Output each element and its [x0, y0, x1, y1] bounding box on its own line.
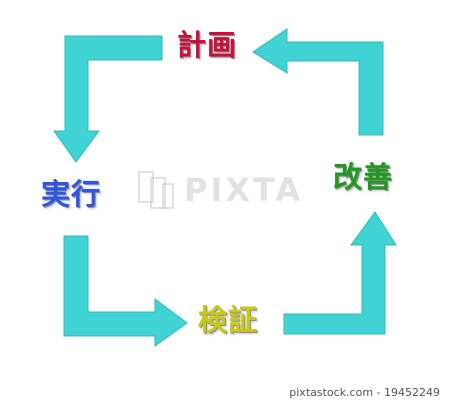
watermark-logo: PIXTA	[184, 171, 304, 209]
footer-stock-id: pixtastock.com - 19452249	[289, 386, 440, 399]
arrow-check-to-act	[283, 211, 397, 335]
arrow-act-to-plan	[252, 28, 384, 136]
watermark-mark	[138, 171, 174, 209]
step-plan-label: 計画	[177, 28, 238, 62]
step-act-label: 改善	[333, 160, 394, 194]
footer-bar: pixtastock.com - 19452249	[0, 384, 450, 402]
step-check-label: 検証	[198, 303, 259, 337]
arrow-do-to-check	[63, 235, 188, 347]
step-do-label: 実行	[41, 177, 102, 211]
arrow-plan-to-do	[53, 35, 163, 163]
